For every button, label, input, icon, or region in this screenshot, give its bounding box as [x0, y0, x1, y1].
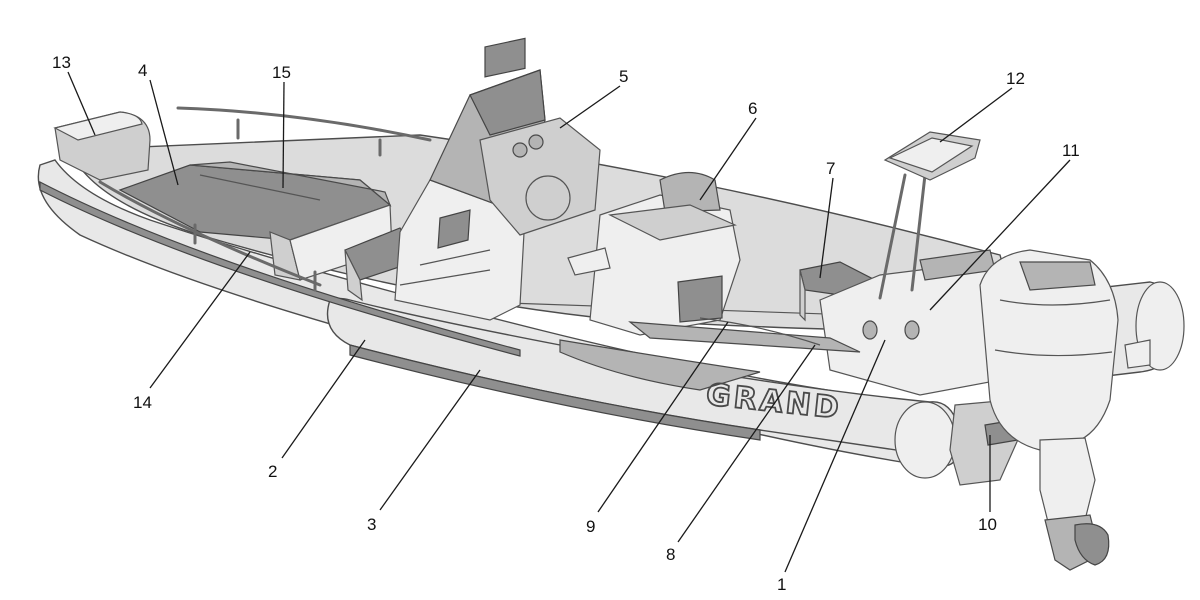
leader-3: [379, 369, 481, 511]
leader-lines: [67, 71, 1071, 573]
boat-illustration: GRAND: [37, 37, 1185, 571]
callout-13: 13: [52, 53, 71, 72]
callout-15: 15: [272, 63, 291, 82]
leader-6: [699, 117, 757, 201]
leader-7: [819, 177, 834, 279]
outboard-engine: [979, 249, 1151, 571]
callout-labels: 1 2 3 4 5 6 7 8 9 10 11 12 13 14 15: [52, 53, 1080, 594]
callout-7: 7: [826, 159, 835, 178]
callout-14: 14: [133, 393, 152, 412]
leader-14: [149, 251, 251, 389]
callout-8: 8: [666, 545, 675, 564]
leader-4: [149, 79, 179, 186]
leader-11: [929, 159, 1071, 311]
callout-9: 9: [586, 517, 595, 536]
leader-8: [677, 344, 816, 543]
bow-locker: [53, 111, 151, 181]
callout-3: 3: [367, 515, 376, 534]
leaning-post: [567, 171, 741, 336]
callout-12: 12: [1006, 69, 1025, 88]
callout-2: 2: [268, 462, 277, 481]
bow-grab-rail: [98, 106, 432, 292]
stern-module: [819, 249, 1001, 396]
callout-11: 11: [1062, 141, 1080, 160]
leader-13: [67, 71, 96, 136]
leader-12: [939, 87, 1013, 143]
side-console-rail: [628, 317, 861, 353]
leader-1: [784, 339, 886, 573]
leader-2: [281, 339, 366, 459]
callout-5: 5: [619, 67, 628, 86]
callout-6: 6: [748, 99, 757, 118]
callout-1: 1: [777, 575, 786, 594]
callout-4: 4: [138, 61, 147, 80]
leader-9: [597, 321, 729, 513]
callout-10: 10: [978, 515, 997, 534]
ski-pylon: [878, 131, 981, 300]
leader-5: [559, 85, 621, 129]
leader-15: [282, 81, 285, 189]
center-console: [394, 37, 601, 321]
